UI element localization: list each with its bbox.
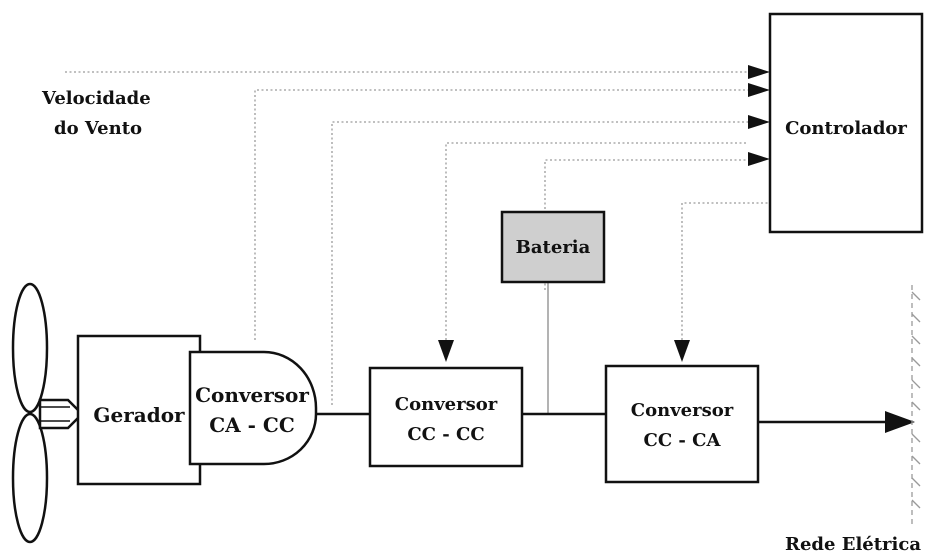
arrow-input-1 <box>748 65 770 79</box>
turbine-blade-top <box>11 282 49 414</box>
arrow-input-2 <box>748 83 770 97</box>
grid-hatch <box>911 285 921 525</box>
generator-label: Gerador <box>93 403 185 427</box>
converter-dcac-label-1: Conversor <box>631 400 734 421</box>
controller-input-arrows <box>748 65 770 166</box>
turbine-blade-bottom <box>11 412 49 544</box>
signal-line-dcac-control <box>681 202 770 340</box>
wind-speed-label-1: Velocidade <box>41 88 151 109</box>
arrow-control-dcac <box>674 340 690 362</box>
controller-label: Controlador <box>785 118 907 139</box>
converter-acdc-label-2: CA - CC <box>209 413 295 437</box>
battery-box <box>500 210 606 284</box>
arrow-control-dcdc <box>438 340 454 362</box>
converter-dcdc-label-1: Conversor <box>395 394 498 415</box>
converter-dcdc-label-2: CC - CC <box>407 424 484 445</box>
wind-turbine-icon <box>11 282 84 544</box>
converter-acdc-box <box>188 350 318 466</box>
wind-speed-label-2: do Vento <box>54 118 142 139</box>
converter-dcdc-box <box>368 366 524 468</box>
generator-box <box>76 334 202 486</box>
converter-dcac-box <box>604 364 760 484</box>
arrow-to-grid <box>885 411 915 433</box>
converter-dcac-label-2: CC - CA <box>644 430 722 451</box>
arrow-input-3 <box>748 115 770 129</box>
turbine-shaft <box>38 398 84 430</box>
controller-box <box>768 12 924 234</box>
grid-label: Rede Elétrica <box>785 534 921 555</box>
signal-lines <box>65 71 770 405</box>
converter-acdc-label-1: Conversor <box>195 383 309 407</box>
battery-label: Bateria <box>516 237 591 258</box>
arrow-input-4 <box>748 152 770 166</box>
